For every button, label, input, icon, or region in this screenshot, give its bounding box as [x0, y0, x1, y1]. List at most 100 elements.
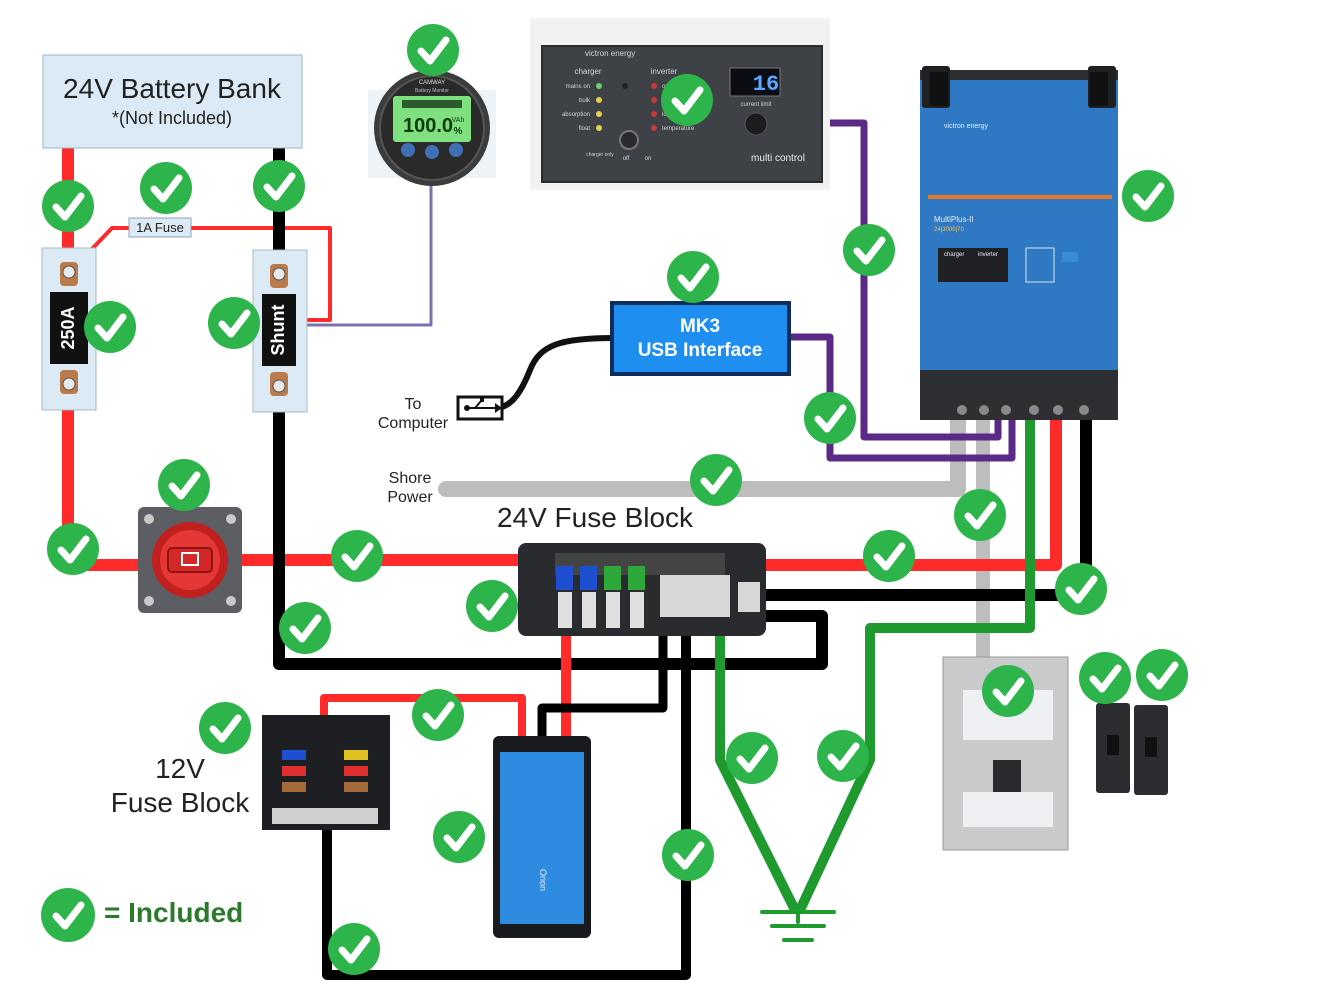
monitor-subtitle: Battery Monitor	[415, 88, 449, 94]
check-icon	[1122, 170, 1174, 222]
mc-charger-header: charger	[574, 67, 601, 76]
check-icon	[662, 829, 714, 881]
mc-charger-row-2: bulk	[579, 98, 591, 104]
shore-power-label-1: Shore	[389, 470, 432, 487]
fuse-block-12v-label-2: Fuse Block	[111, 787, 250, 818]
inverter-charger-header: charger	[944, 252, 964, 258]
shore-power-label-2: Power	[387, 489, 433, 506]
legend: = Included	[41, 888, 243, 942]
check-icon	[328, 923, 380, 975]
check-icon	[690, 454, 742, 506]
fuse-lead-wire	[68, 226, 332, 322]
check-icon	[433, 811, 485, 863]
mc-inverter-header: inverter	[651, 67, 678, 76]
check-icon	[954, 489, 1006, 541]
check-icon	[1079, 652, 1131, 704]
mc-charger-row-4: float	[579, 126, 591, 132]
fuse-block-24v-label: 24V Fuse Block	[497, 502, 694, 533]
mc-display: 16	[753, 72, 779, 97]
check-icon	[726, 732, 778, 784]
ground-wire-b	[795, 406, 1035, 913]
mc-switch-on: on	[645, 156, 652, 162]
fuse-block-24v	[518, 543, 766, 636]
shunt: Shunt	[252, 249, 308, 413]
multi-control-cable	[818, 119, 1002, 441]
mc-brand: victron energy	[585, 49, 635, 58]
included-checkmarks	[42, 24, 1188, 975]
monitor-unit-top: VAh	[452, 117, 465, 124]
check-icon	[661, 74, 713, 126]
mc-product: multi control	[751, 153, 805, 164]
check-icon	[804, 392, 856, 444]
check-icon	[279, 602, 331, 654]
check-icon	[466, 580, 518, 632]
mc-inverter-row-4: temperature	[662, 126, 695, 132]
monitor-signal-wire	[305, 170, 433, 327]
to-computer-label-1: To	[405, 396, 422, 413]
inverter-model: MultiPlus-II	[934, 215, 974, 224]
mc-switch-off: off	[623, 156, 630, 162]
inverter-rating: 24|3000|70	[934, 227, 964, 233]
breaker-toggle-2[interactable]	[1145, 737, 1157, 757]
disconnect-knob[interactable]	[167, 547, 213, 573]
battery-monitor: CAMWAY Battery Monitor 100.0 VAh %	[368, 70, 496, 186]
monitor-button-left[interactable]	[401, 143, 415, 157]
ground-wire-a	[715, 632, 800, 913]
mk3-interface: MK3 USB Interface	[610, 301, 791, 376]
to-computer-label-2: Computer	[378, 415, 449, 432]
monitor-button-mid[interactable]	[425, 145, 439, 159]
inline-fuse: 1A Fuse	[128, 217, 192, 238]
check-icon	[47, 523, 99, 575]
main-fuse: 250A	[41, 247, 97, 411]
mode-switch[interactable]	[619, 130, 639, 150]
check-icon	[84, 301, 136, 353]
orion-dcdc-converter: Orion	[493, 736, 591, 938]
inline-fuse-label: 1A Fuse	[136, 220, 184, 235]
battery-disconnect-switch	[138, 507, 242, 613]
monitor-brand: CAMWAY	[419, 80, 445, 86]
battery-note: *(Not Included)	[112, 108, 232, 128]
mk3-data-cable	[788, 333, 1016, 462]
mk3-title: MK3	[680, 316, 720, 337]
mc-current-limit: current limit	[740, 102, 771, 108]
battery-title: 24V Battery Bank	[63, 73, 282, 104]
check-icon	[1055, 563, 1107, 615]
usb-cable	[494, 335, 615, 411]
check-icon	[199, 702, 251, 754]
mc-switch-charger-only: charger only	[586, 152, 614, 158]
main-fuse-label: 250A	[58, 306, 78, 349]
mk3-subtitle: USB Interface	[638, 340, 763, 361]
current-limit-knob[interactable]	[744, 112, 768, 136]
check-icon	[208, 297, 260, 349]
mc-charger-row-1: mains on	[566, 84, 590, 90]
check-icon	[982, 665, 1034, 717]
check-icon	[407, 24, 459, 76]
check-icon	[817, 730, 869, 782]
check-icon	[253, 160, 305, 212]
fuse-block-12v	[262, 715, 390, 830]
legend-text: = Included	[104, 897, 243, 928]
check-icon	[158, 459, 210, 511]
inverter-inverter-header: inverter	[978, 252, 998, 258]
check-icon	[1136, 649, 1188, 701]
check-icon	[331, 530, 383, 582]
battery-bank: 24V Battery Bank *(Not Included)	[42, 54, 303, 149]
check-icon	[843, 224, 895, 276]
check-icon	[140, 162, 192, 214]
check-icon	[412, 689, 464, 741]
circuit-breakers	[1096, 703, 1168, 795]
orion-brand: Orion	[538, 869, 548, 891]
usb-plug-icon	[456, 395, 504, 421]
fuse-block-12v-label-1: 12V	[155, 753, 205, 784]
breaker-toggle-1[interactable]	[1107, 735, 1119, 755]
fuseblock-12v-negative	[322, 632, 691, 980]
mc-charger-row-3: absorption	[562, 112, 590, 118]
ground-symbol-icon	[760, 908, 836, 942]
shunt-negative-wire	[273, 380, 828, 670]
monitor-button-right[interactable]	[449, 143, 463, 157]
legend-check-icon	[41, 888, 95, 942]
fuseblock-to-inverter-positive	[765, 408, 1062, 571]
check-icon	[863, 530, 915, 582]
monitor-unit-bottom: %	[454, 126, 463, 137]
